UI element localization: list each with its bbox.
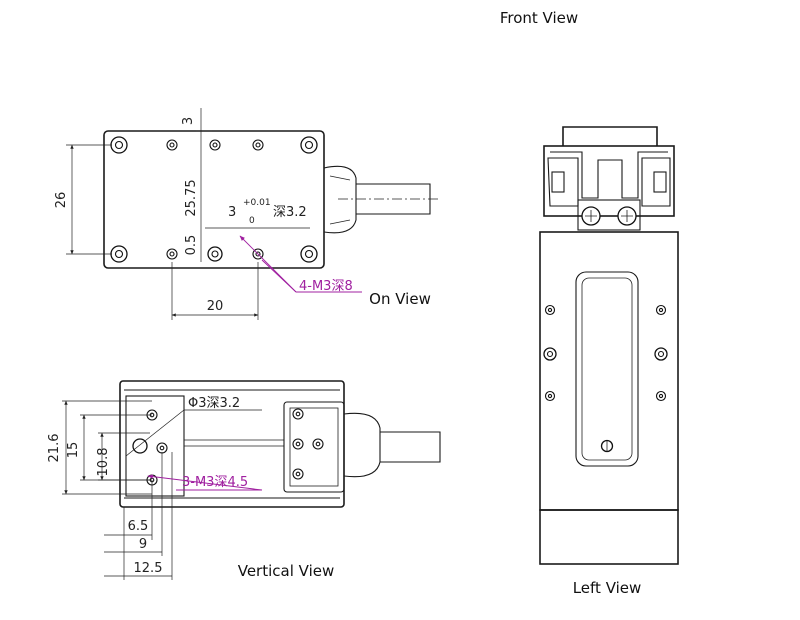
- left-view-body: [539, 231, 679, 511]
- left-view-hole-l2: [543, 347, 557, 361]
- left-view-hole-r1: [655, 304, 667, 316]
- vv-tapped-leader: [147, 474, 263, 491]
- vv-hole-6: [292, 438, 304, 450]
- tapped-callout-leader-b: [261, 259, 297, 293]
- on-view-hole-t1: [166, 139, 178, 151]
- dim-0-5-label: 0.5: [184, 235, 199, 256]
- on-view-hole-tl: [110, 136, 128, 154]
- left-view-top-cap: [562, 126, 658, 146]
- vv-tapped-label: 3-M3深4.5: [182, 475, 248, 490]
- vertical-view-cable: [380, 431, 441, 463]
- left-view-hole-r2: [654, 347, 668, 361]
- left-view-screw-left: [581, 206, 601, 226]
- vv-bore-label: Φ3深3.2: [188, 396, 240, 411]
- on-view-hole-bl: [110, 245, 128, 263]
- left-view-left-sensor: [551, 171, 565, 193]
- on-view-hole-b2: [207, 246, 223, 262]
- caption-on-view: On View: [369, 290, 431, 308]
- bore-tol-upper: +0.01: [243, 198, 271, 208]
- dim-10-8-label: 10.8: [96, 448, 111, 477]
- dim-15-label: 15: [66, 442, 81, 459]
- vv-bore-leader: [125, 409, 185, 457]
- vv-hole-5: [292, 408, 304, 420]
- vv-hole-7: [312, 438, 324, 450]
- caption-vertical-view: Vertical View: [238, 562, 335, 580]
- left-view-hole-r3: [655, 390, 667, 402]
- dim-12-5-label: 12.5: [134, 561, 163, 576]
- dim-3-label: 3: [181, 117, 196, 125]
- bore-tol-lower: 0: [249, 216, 255, 226]
- on-view-body: [103, 130, 325, 269]
- left-view-head: [543, 145, 675, 217]
- bore-depth-label: 深3.2: [273, 205, 307, 220]
- on-view-hole-tr: [300, 136, 318, 154]
- dim-25-75-label: 25.75: [184, 179, 199, 216]
- left-view-clamp-block: [577, 199, 641, 231]
- vv-hole-8: [292, 468, 304, 480]
- on-view-hole-t2: [209, 139, 221, 151]
- left-view-jaw-profile: [550, 151, 668, 199]
- vertical-view-right-jaw: [283, 401, 345, 493]
- left-view-base: [539, 509, 679, 565]
- dim-21-6-label: 21.6: [47, 434, 62, 463]
- dim-26-label: 26: [54, 192, 69, 209]
- vertical-view-gland: [343, 412, 381, 478]
- left-view-window-inner: [581, 277, 633, 461]
- left-view-right-sensor: [653, 171, 667, 193]
- tapped-callout-label: 4-M3深8: [299, 279, 353, 294]
- left-view-right-finger: [641, 157, 671, 207]
- on-view-gland-lines: [329, 175, 351, 225]
- left-view-hole-l1: [544, 304, 556, 316]
- left-view-screw-right: [617, 206, 637, 226]
- on-view-hole-b1: [166, 248, 178, 260]
- vertical-view-drawing: 21.6 15 10.8 6.5 9 12.5 Φ3深3.2 3-M3深4.5: [47, 380, 441, 580]
- bore-dia-label: 3: [228, 205, 236, 220]
- dim-6-5-label: 6.5: [128, 519, 149, 534]
- on-view-hole-t3: [252, 139, 264, 151]
- dim-9-label: 9: [139, 537, 147, 552]
- on-view-hole-br: [300, 245, 318, 263]
- dim-20-label: 20: [207, 299, 224, 314]
- left-view-window: [575, 271, 639, 467]
- vertical-view-right-jaw-inner: [289, 407, 339, 487]
- caption-front-view: Front View: [500, 9, 578, 27]
- left-view-window-screw: [600, 439, 614, 453]
- left-view-drawing: [539, 126, 679, 565]
- left-view-hole-l3: [544, 390, 556, 402]
- on-view-drawing: 26 3 25.75 0.5 3 +0.01 0 深3.2 20 4-M3深8: [54, 108, 438, 320]
- vv-hole-3: [156, 442, 168, 454]
- caption-left-view: Left View: [573, 579, 642, 597]
- on-view-gland: [323, 165, 357, 234]
